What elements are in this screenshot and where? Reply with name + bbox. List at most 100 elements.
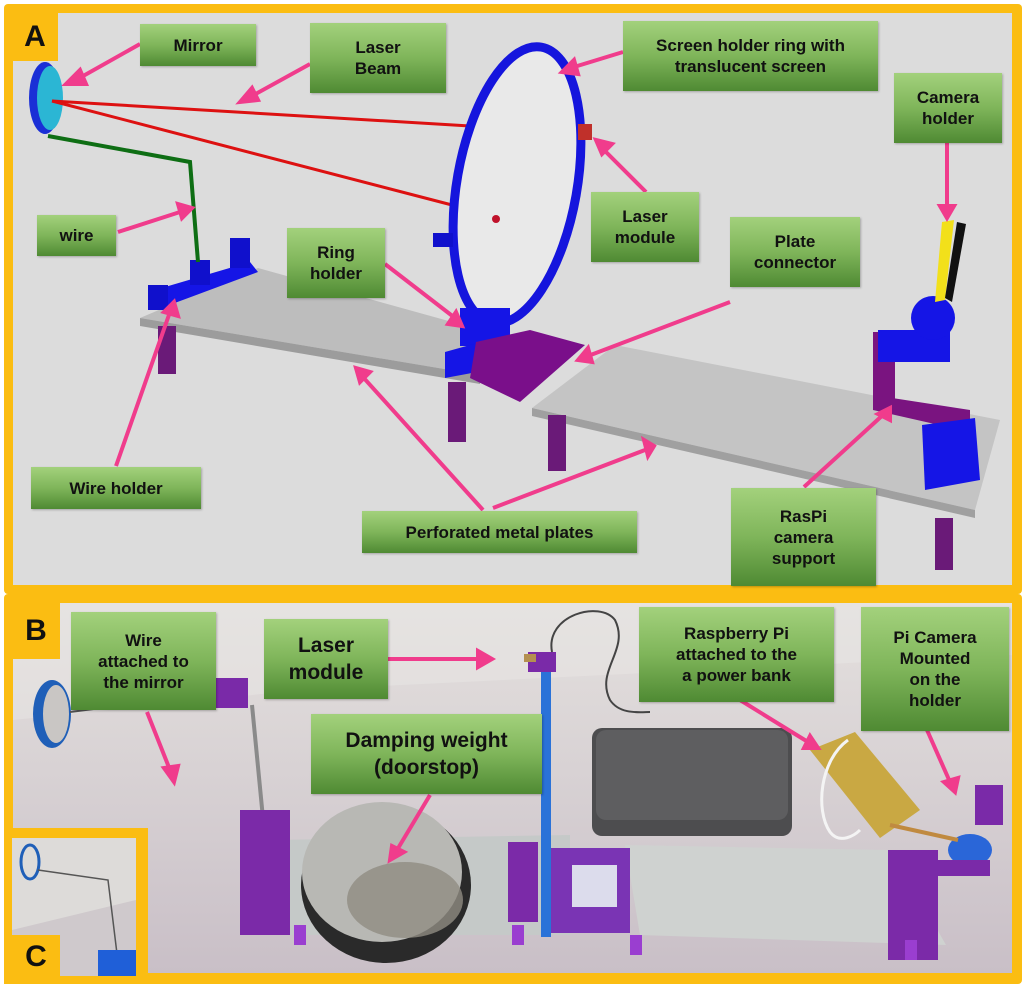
- photo-leg: [512, 925, 524, 945]
- wire-holder-post: [230, 238, 250, 268]
- label-wire: wire: [37, 215, 116, 256]
- label-ring-holder: Ring holder: [287, 228, 385, 298]
- arrowhead: [939, 775, 961, 796]
- label-plate-connector: Plate connector: [730, 217, 860, 287]
- wire-holder: [148, 262, 258, 310]
- label-mirror: Mirror: [140, 24, 256, 66]
- arrow: [75, 42, 141, 82]
- arrow: [383, 262, 457, 320]
- laser-spot: [492, 215, 500, 223]
- arrow: [925, 729, 952, 783]
- label-perforated-metal-plates: Perforated metal plates: [362, 511, 637, 553]
- laser-module: [578, 124, 592, 140]
- wire-holder-post: [148, 285, 168, 310]
- arrowhead: [353, 365, 374, 386]
- photo-laser-cable: [550, 610, 651, 714]
- arrowhead: [387, 842, 409, 864]
- camera-board: [945, 222, 966, 302]
- photo-raspberry-pi: [810, 732, 920, 838]
- label-wire-attached-to-mirror: Wire attached to the mirror: [71, 612, 216, 710]
- camera-holder: [935, 220, 954, 302]
- arrowhead: [936, 204, 958, 222]
- photo-laser-post: [541, 672, 551, 937]
- panel-a-letter: A: [12, 13, 58, 61]
- photo-clamp: [508, 842, 538, 922]
- photo-clamp: [240, 810, 290, 935]
- mirror-surface: [37, 66, 63, 130]
- arrowhead: [800, 732, 822, 750]
- ring-tab: [433, 233, 453, 247]
- photo-usb-cable: [820, 738, 862, 840]
- label-wire-holder: Wire holder: [31, 467, 201, 509]
- label-damping-weight: Damping weight (doorstop): [311, 714, 542, 794]
- arrowhead: [640, 435, 657, 462]
- arrow: [114, 311, 172, 467]
- panel-b-letter: B: [12, 603, 60, 659]
- perforated-plate-left-edge: [140, 318, 480, 384]
- arrowhead: [444, 307, 466, 329]
- panel-c-letter: C: [12, 935, 60, 979]
- leg: [935, 518, 953, 570]
- arrowhead: [160, 763, 181, 787]
- photo-camera-support: [930, 860, 990, 876]
- photo-power-bank-top: [596, 730, 788, 820]
- panel-c-wire-holder: [98, 950, 136, 976]
- label-laser-module-b: Laser module: [264, 619, 388, 699]
- translucent-screen: [453, 46, 581, 324]
- label-raspi-camera-support: RasPi camera support: [731, 488, 876, 586]
- photo-laser-diode: [524, 654, 536, 662]
- wire-holder-post: [190, 260, 210, 285]
- arrowhead: [160, 298, 181, 319]
- photo-camera-mount: [948, 834, 992, 866]
- arrowhead: [235, 84, 262, 105]
- arrowhead: [476, 647, 497, 671]
- arrow: [573, 50, 624, 69]
- panel-b-arrows: [145, 647, 961, 864]
- perforated-plate-right: [532, 345, 1000, 510]
- arrowhead: [574, 343, 595, 365]
- perforated-plate-left: [140, 268, 535, 375]
- arrow: [360, 374, 485, 512]
- arrowhead: [873, 404, 892, 424]
- label-raspberry-pi: Raspberry Pi attached to the a power ban…: [639, 607, 834, 702]
- arrow: [738, 698, 810, 744]
- arrow: [587, 300, 731, 358]
- photo-leg: [630, 935, 642, 955]
- panel-c-wire: [37, 869, 119, 963]
- arrowhead: [61, 66, 90, 86]
- photo-leg: [905, 940, 917, 960]
- camera-support-base: [922, 418, 980, 490]
- arrow: [145, 711, 172, 771]
- laser-beam: [51, 99, 471, 128]
- photo-ribbon-cable: [889, 823, 959, 842]
- arrow: [492, 448, 646, 510]
- panel-a-arrows: [61, 42, 958, 512]
- leg: [548, 415, 566, 471]
- arrowhead: [592, 137, 616, 158]
- laser-beam: [51, 99, 453, 207]
- label-screen-holder-ring: Screen holder ring with translucent scre…: [623, 21, 878, 91]
- arrow: [251, 62, 311, 98]
- arrow: [600, 146, 648, 194]
- arrowhead: [557, 56, 581, 77]
- photo-damping-weight-shade: [347, 862, 463, 938]
- label-pi-camera: Pi Camera Mounted on the holder: [861, 607, 1009, 731]
- panel-c-mirror: [19, 843, 41, 881]
- label-laser-beam: Laser Beam: [310, 23, 446, 93]
- label-laser-module-a: Laser module: [591, 192, 699, 262]
- camera-holder-disc: [911, 296, 955, 340]
- arrow: [117, 210, 181, 234]
- arrow: [395, 793, 432, 852]
- label-camera-holder: Camera holder: [894, 73, 1002, 143]
- photo-mirror-glass: [43, 685, 69, 743]
- photo-metal-plate-right: [625, 845, 946, 945]
- wire: [47, 134, 200, 263]
- photo-camera-holder: [975, 785, 1003, 825]
- arrowhead: [175, 201, 196, 222]
- photo-translucent-patch: [572, 865, 617, 907]
- photo-leg: [294, 925, 306, 945]
- leg: [448, 382, 466, 442]
- plate-connector: [470, 330, 585, 402]
